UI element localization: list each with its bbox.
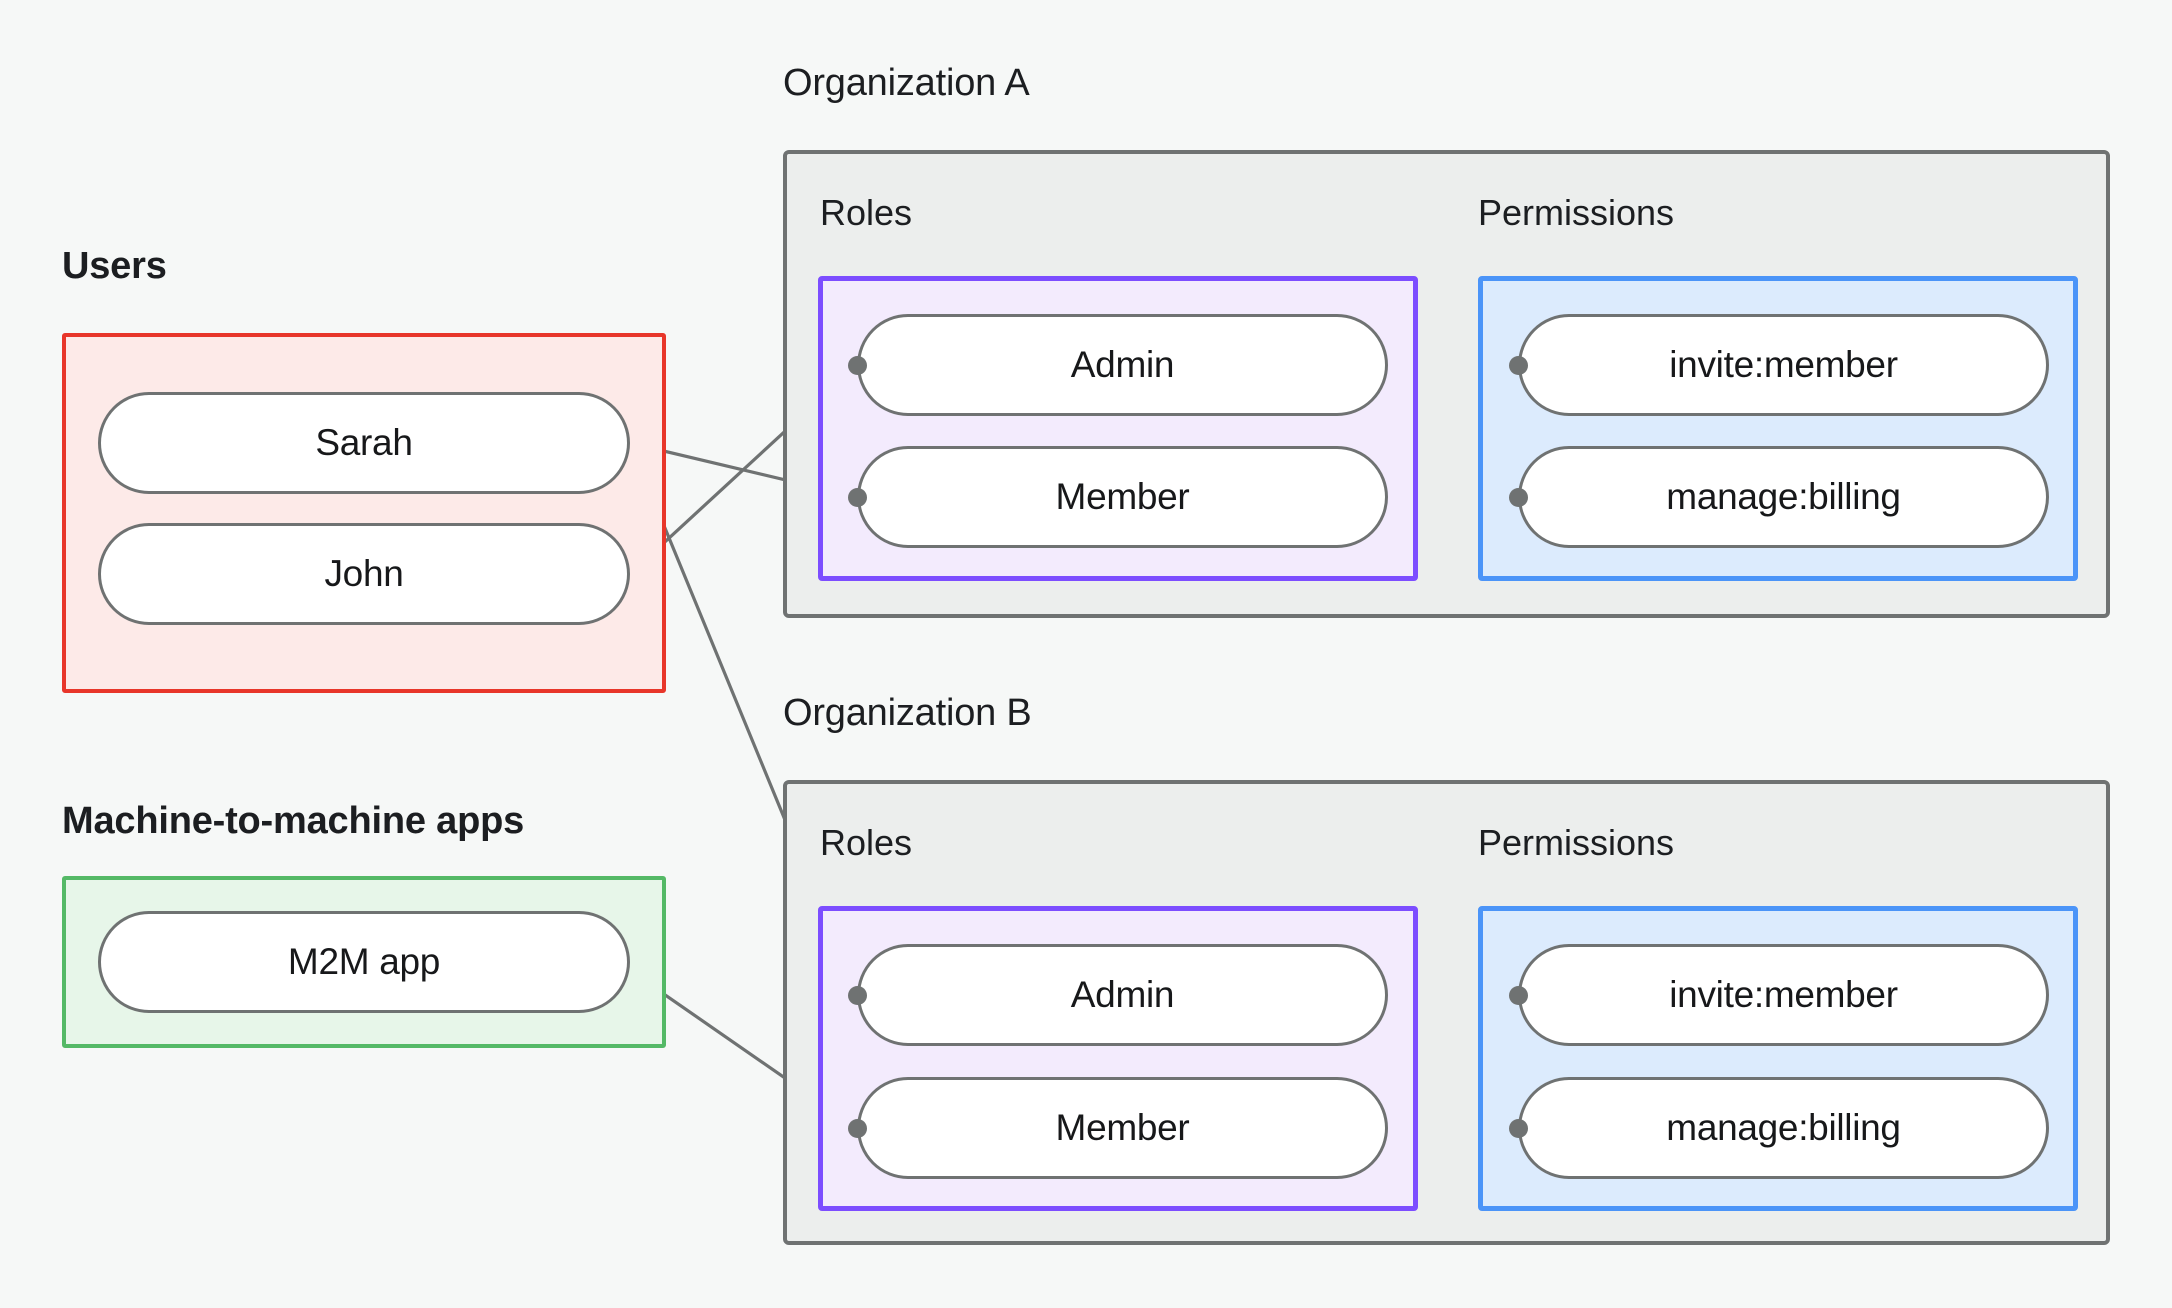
users-container (62, 333, 666, 693)
connector-dot-org-a-admin-left (848, 356, 867, 375)
connector-dot-org-b-invite-left (1509, 986, 1528, 1005)
permission-node-org-a-manage-billing[interactable]: manage:billing (1518, 446, 2049, 548)
user-node-sarah[interactable]: Sarah (98, 392, 630, 494)
role-node-org-b-admin[interactable]: Admin (857, 944, 1388, 1046)
user-node-john[interactable]: John (98, 523, 630, 625)
role-node-org-b-member[interactable]: Member (857, 1077, 1388, 1179)
connector-dot-org-a-invite-left (1509, 356, 1528, 375)
connector-dot-org-a-billing-left (1509, 488, 1528, 507)
connector-dot-org-b-member-left (848, 1119, 867, 1138)
permission-node-org-a-invite-member[interactable]: invite:member (1518, 314, 2049, 416)
connector-dot-org-b-billing-left (1509, 1119, 1528, 1138)
connector-dot-org-b-admin-left (848, 986, 867, 1005)
m2m-node-app[interactable]: M2M app (98, 911, 630, 1013)
permission-node-org-b-invite-member[interactable]: invite:member (1518, 944, 2049, 1046)
org-b-roles-title: Roles (820, 822, 913, 863)
org-b-permissions-title: Permissions (1478, 822, 1675, 863)
permission-node-org-b-manage-billing[interactable]: manage:billing (1518, 1077, 2049, 1179)
org-a-roles-title: Roles (820, 192, 913, 233)
role-node-org-a-member[interactable]: Member (857, 446, 1388, 548)
users-group-title: Users (62, 245, 167, 287)
org-a-permissions-title: Permissions (1478, 192, 1675, 233)
connector-dot-org-a-member-left (848, 488, 867, 507)
org-a-title: Organization A (783, 62, 1030, 104)
role-node-org-a-admin[interactable]: Admin (857, 314, 1388, 416)
org-b-title: Organization B (783, 692, 1032, 734)
m2m-group-title: Machine-to-machine apps (62, 800, 525, 842)
